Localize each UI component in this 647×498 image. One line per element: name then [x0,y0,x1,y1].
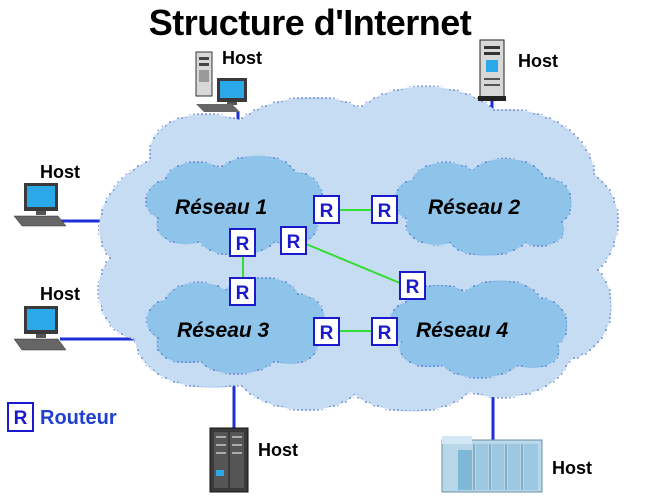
network-cloud-2 [393,157,573,257]
host-label-top-left: Host [222,48,262,68]
network-label-3: Réseau 3 [177,319,270,342]
router-r3-north: R [229,277,256,306]
svg-text:R: R [320,323,334,344]
legend-router-symbol: R [7,402,34,432]
router-r4-northwest: R [399,271,426,300]
svg-text:R: R [236,283,250,304]
host-bottom-center-server-icon [209,427,249,493]
router-r1-east: R [313,195,340,224]
network-label-2: Réseau 2 [428,196,521,219]
router-r3-east: R [313,317,340,346]
legend-label: Routeur [40,407,117,429]
diagram-title: Structure d'Internet [148,2,472,43]
svg-text:R: R [287,232,301,253]
host-left-bottom-computer-icon [13,306,67,351]
host-label-bottom-center: Host [258,440,298,460]
host-label-bottom-right: Host [552,458,592,478]
router-r1-southeast: R [280,226,307,255]
host-label-left-bottom: Host [40,284,80,304]
svg-text:R: R [236,234,250,255]
network-label-1: Réseau 1 [175,196,267,219]
svg-text:R: R [406,277,420,298]
host-label-left-top: Host [40,162,80,182]
svg-text:R: R [378,323,392,344]
host-label-top-right: Host [518,51,558,71]
host-left-top-computer-icon [13,183,67,227]
router-r2-west: R [371,195,398,224]
host-top-left-computer-icon [195,51,247,112]
legend: R Routeur [7,402,117,432]
router-r1-south: R [229,228,256,257]
network-cloud-1 [145,154,325,257]
router-r4-west: R [371,317,398,346]
svg-text:R: R [14,408,28,429]
svg-text:R: R [320,201,334,222]
router-links [242,209,401,332]
link-r1-r4 [305,243,401,284]
host-bottom-right-mainframe-icon [441,436,543,493]
network-cloud-4 [388,279,569,379]
network-label-4: Réseau 4 [416,319,509,342]
host-top-right-server-icon [478,39,506,101]
svg-text:R: R [378,201,392,222]
